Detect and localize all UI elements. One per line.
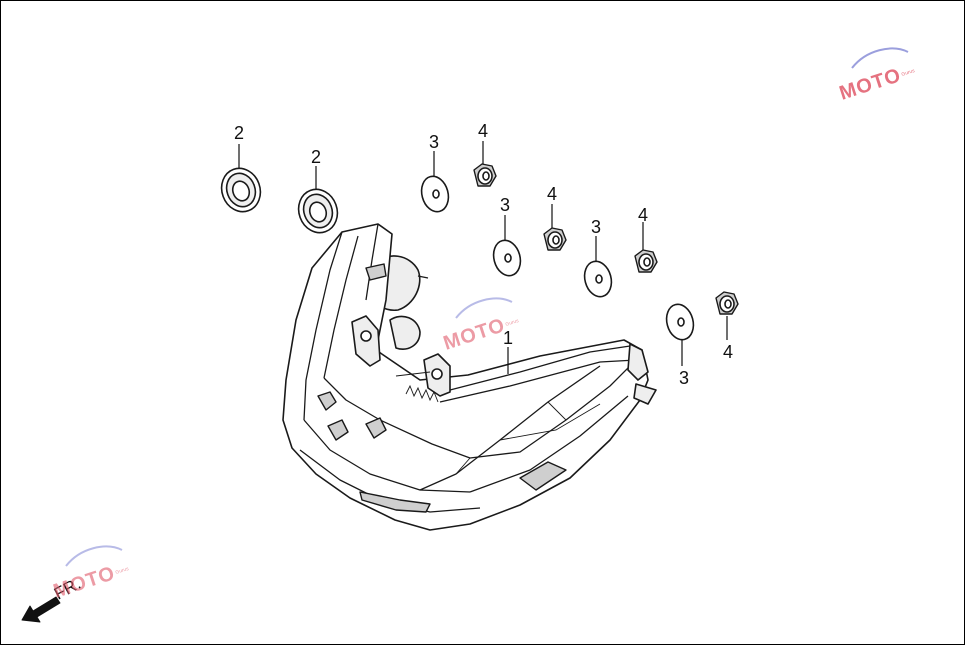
watermark-swoosh-icon (455, 297, 513, 319)
washer-2 (492, 239, 522, 277)
callout-3d: 3 (679, 368, 689, 388)
callout-2b: 2 (311, 147, 321, 167)
watermark-subtext: Gurus (505, 318, 520, 328)
seal-ring-left (220, 167, 262, 213)
seal-ring-right (297, 188, 339, 234)
nut-4 (715, 291, 739, 315)
watermark-text: MOTO (51, 562, 118, 603)
direction-arrow-icon (21, 596, 61, 623)
watermark-text: MOTO (441, 314, 508, 355)
watermark-top-right: MOTO Gurus (837, 47, 916, 105)
callout-3b: 3 (500, 195, 510, 215)
callout-4d: 4 (723, 342, 733, 362)
callout-3a: 3 (429, 132, 439, 152)
nut-1 (473, 163, 497, 187)
headlight-assembly (282, 223, 657, 531)
callout-numbers: 2 2 3 4 3 4 3 4 1 3 4 (234, 121, 733, 388)
callout-4a: 4 (478, 121, 488, 141)
nut-2 (543, 227, 567, 251)
watermark-bottom-left: MOTO Gurus (51, 545, 130, 603)
watermark-swoosh-icon (65, 545, 123, 567)
watermark-subtext: Gurus (901, 68, 916, 78)
washer-1 (420, 175, 450, 213)
callout-4c: 4 (638, 205, 648, 225)
washer-4 (665, 303, 695, 341)
callout-3c: 3 (591, 217, 601, 237)
washer-3 (583, 260, 613, 298)
watermark-swoosh-icon (851, 47, 909, 69)
leader-lines (238, 141, 728, 374)
nut-3 (634, 249, 658, 273)
watermark-subtext: Gurus (115, 566, 130, 576)
callout-4b: 4 (547, 184, 557, 204)
callout-1: 1 (503, 328, 513, 348)
callout-2a: 2 (234, 123, 244, 143)
watermark-text: MOTO (837, 64, 904, 105)
